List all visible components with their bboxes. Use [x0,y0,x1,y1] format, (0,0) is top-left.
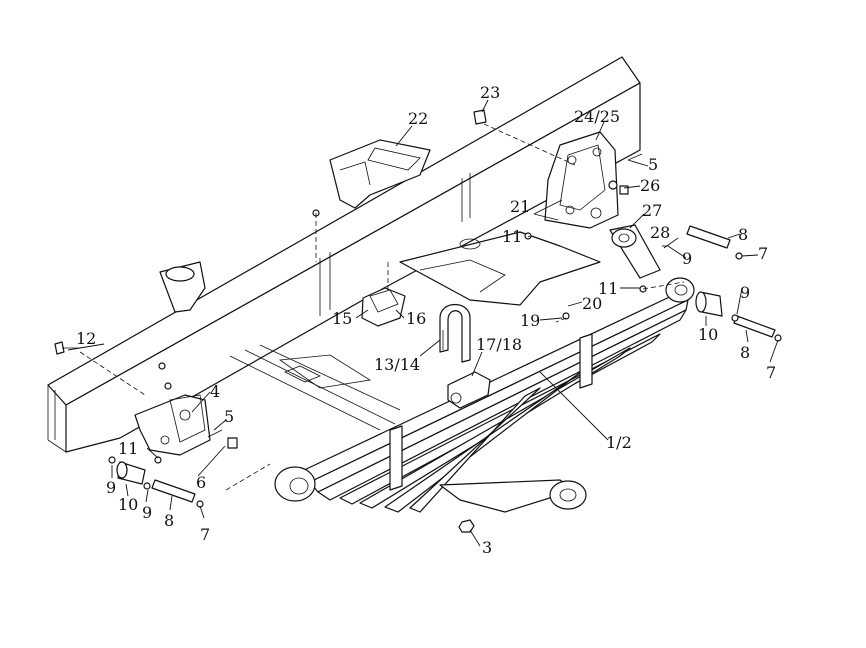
label-7-left: 7 [200,525,210,544]
assembly-lines [79,123,685,491]
label-9-right-upper: 9 [682,249,692,268]
label-9-left-b: 9 [106,478,116,497]
label-3: 3 [482,538,492,557]
leader-lines [67,99,779,547]
label-7-right-upper: 7 [758,244,768,263]
label-28: 28 [650,223,670,242]
pin-8-right-lower [733,315,776,338]
frame-rail [47,56,641,453]
label-23: 23 [480,83,500,102]
label-5-right: 5 [648,155,658,174]
lower-frame [159,261,401,431]
label-24-25: 24/25 [574,107,620,126]
label-22: 22 [408,109,428,128]
pin-8-left [151,479,196,503]
u-bolt-13-14 [439,304,471,363]
label-13-14: 13/14 [374,355,420,374]
nut-3 [458,519,475,533]
label-16: 16 [406,309,426,328]
leaf-spring-1-2 [274,277,695,513]
label-6: 6 [196,473,206,492]
label-15: 15 [332,309,352,328]
bracket-4 [134,394,211,456]
bolt-12 [54,341,80,355]
label-10-right: 10 [698,325,718,344]
label-11-right: 11 [598,279,618,298]
label-7-right-lower: 7 [766,363,776,382]
label-11-left: 11 [118,439,138,458]
bracket-24-25 [544,131,619,229]
label-8-right-upper: 8 [738,225,748,244]
bushing-10-left [116,461,146,485]
clamp-17-18 [447,371,491,409]
shackle-27 [609,224,661,279]
label-9-left-a: 9 [142,503,152,522]
label-27: 27 [642,201,662,220]
label-17-18: 17/18 [476,335,522,354]
small-hardware [108,153,782,508]
label-10-left: 10 [118,495,138,514]
label-8-left: 8 [164,511,174,530]
label-21: 21 [510,197,530,216]
label-8-right-lower: 8 [740,343,750,362]
bolt-23 [473,109,487,125]
label-5-left: 5 [224,407,234,426]
label-19: 19 [520,311,540,330]
bushing-10-right [695,291,723,317]
label-12: 12 [76,329,96,348]
label-1-2: 1/2 [606,433,632,452]
label-20: 20 [582,294,602,313]
axle-arm [439,479,587,513]
callout-labels: 1/2 3 4 5 5 6 7 7 7 8 8 8 9 9 9 9 10 10 … [76,83,776,557]
bump-stop-15-16 [361,287,406,327]
pin-8-right-upper [686,225,731,249]
label-4: 4 [210,382,220,401]
label-26: 26 [640,176,660,195]
bracket-22 [329,139,431,209]
label-9-right-lower: 9 [740,283,750,302]
label-11-mid: 11 [502,227,522,246]
